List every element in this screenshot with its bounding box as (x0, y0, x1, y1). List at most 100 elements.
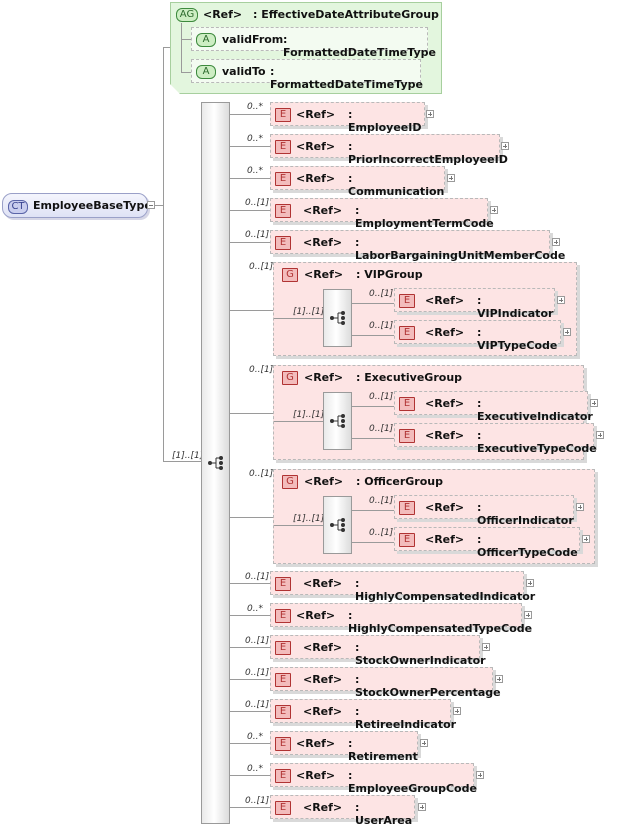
element-stock-owner-percentage[interactable]: E <Ref> : StockOwnerPercentage (270, 667, 501, 699)
attribute-group-badge: AG (176, 8, 198, 22)
expand-toggle[interactable] (524, 611, 532, 619)
element-ref: <Ref> (296, 769, 336, 782)
element-multiplicity: 0..* (247, 166, 263, 176)
element-user-area[interactable]: E <Ref> : UserArea (270, 795, 415, 827)
element-badge: E (399, 533, 415, 547)
group-badge: G (282, 475, 298, 489)
element-multiplicity: 0..[1] (245, 230, 270, 240)
element-name: : EmployeeGroupCode (348, 769, 477, 795)
group-ref: <Ref> (304, 475, 344, 488)
group-ref: <Ref> (304, 268, 344, 281)
element-name: : ExecutiveTypeCode (477, 429, 597, 455)
element-executive-type-code[interactable]: E <Ref> : ExecutiveTypeCode (394, 423, 597, 455)
element-ref: <Ref> (296, 108, 336, 121)
element-labor-bargaining-unit-member-code[interactable]: E <Ref> : LaborBargainingUnitMemberCode (270, 230, 565, 262)
element-ref: <Ref> (296, 609, 336, 622)
group-sequence-multiplicity: [1]..[1] (293, 307, 325, 317)
element-name: : Communication (348, 172, 445, 198)
element-badge: E (399, 326, 415, 340)
element-multiplicity: 0..* (247, 134, 263, 144)
expand-toggle[interactable] (582, 535, 590, 543)
group-multiplicity: 0..[1] (249, 469, 274, 479)
complex-type-badge: CT (8, 200, 28, 214)
element-name: : EmploymentTermCode (355, 204, 494, 230)
element-ref: <Ref> (303, 673, 343, 686)
group-badge: G (282, 371, 298, 385)
element-stock-owner-indicator[interactable]: E <Ref> : StockOwnerIndicator (270, 635, 486, 667)
element-multiplicity: 0..[1] (369, 424, 394, 434)
element-vip-type-code[interactable]: E <Ref> : VIPTypeCode (394, 320, 561, 352)
group-ref: <Ref> (304, 371, 344, 384)
element-employee-group-code[interactable]: E <Ref> : EmployeeGroupCode (270, 763, 477, 795)
element-employee-id[interactable]: E <Ref> : EmployeeID (270, 102, 425, 134)
element-badge: E (275, 236, 291, 250)
expand-toggle[interactable] (420, 739, 428, 747)
element-ref: <Ref> (303, 577, 343, 590)
element-name: : VIPIndicator (477, 294, 554, 320)
element-prior-incorrect-employee-id[interactable]: E <Ref> : PriorIncorrectEmployeeID (270, 134, 508, 166)
expand-toggle[interactable] (495, 675, 503, 683)
expand-toggle[interactable] (482, 643, 490, 651)
expand-toggle[interactable] (557, 296, 565, 304)
element-multiplicity: 0..[1] (369, 289, 394, 299)
attribute-name: validFrom (222, 33, 284, 46)
attribute-validfrom[interactable]: A validFrom : FormattedDateTimeType (191, 27, 436, 59)
element-ref: <Ref> (425, 533, 465, 546)
element-name: : HighlyCompensatedIndicator (355, 577, 536, 603)
expand-toggle[interactable] (453, 707, 461, 715)
element-ref: <Ref> (425, 429, 465, 442)
element-highly-compensated-indicator[interactable]: E <Ref> : HighlyCompensatedIndicator (270, 571, 535, 603)
attribute-name: validTo (222, 65, 266, 78)
element-officer-indicator[interactable]: E <Ref> : OfficerIndicator (394, 495, 574, 527)
attribute-validto[interactable]: A validTo : FormattedDateTimeType (191, 59, 423, 91)
expand-toggle[interactable] (418, 803, 426, 811)
expand-toggle[interactable] (501, 142, 509, 150)
element-name: : StockOwnerIndicator (355, 641, 486, 667)
expand-toggle[interactable] (526, 579, 534, 587)
expand-toggle[interactable] (447, 174, 455, 182)
sequence-multiplicity: [1]..[1] (172, 451, 204, 461)
group-multiplicity: 0..[1] (249, 262, 274, 272)
expand-toggle[interactable] (552, 238, 560, 246)
expand-toggle[interactable] (563, 328, 571, 336)
element-badge: E (275, 577, 291, 591)
element-multiplicity: 0..* (247, 604, 263, 614)
element-ref: <Ref> (303, 705, 343, 718)
element-retirement[interactable]: E <Ref> : Retirement (270, 731, 418, 763)
element-badge: E (399, 429, 415, 443)
element-name: : StockOwnerPercentage (355, 673, 501, 699)
expand-toggle[interactable] (490, 206, 498, 214)
element-multiplicity: 0..[1] (245, 796, 270, 806)
collapse-toggle[interactable] (147, 201, 155, 209)
complex-type-box[interactable]: CT EmployeeBaseType (2, 193, 152, 218)
element-multiplicity: 0..* (247, 102, 263, 112)
group-sequence-multiplicity: [1]..[1] (293, 514, 325, 524)
element-ref: <Ref> (303, 204, 343, 217)
element-highly-compensated-type-code[interactable]: E <Ref> : HighlyCompensatedTypeCode (270, 603, 532, 635)
sequence-icon (330, 311, 345, 325)
attribute-badge: A (196, 33, 216, 47)
element-multiplicity: 0..[1] (369, 496, 394, 506)
element-badge: E (275, 801, 291, 815)
element-communication[interactable]: E <Ref> : Communication (270, 166, 445, 198)
element-multiplicity: 0..[1] (245, 636, 270, 646)
element-badge: E (275, 609, 291, 623)
element-name: : OfficerIndicator (477, 501, 574, 527)
expand-toggle[interactable] (476, 771, 484, 779)
element-multiplicity: 0..[1] (245, 700, 270, 710)
expand-toggle[interactable] (576, 503, 584, 511)
element-employment-term-code[interactable]: E <Ref> : EmploymentTermCode (270, 198, 494, 230)
element-ref: <Ref> (296, 737, 336, 750)
element-vip-indicator[interactable]: E <Ref> : VIPIndicator (394, 288, 555, 320)
element-badge: E (399, 397, 415, 411)
element-badge: E (275, 140, 291, 154)
element-officer-type-code[interactable]: E <Ref> : OfficerTypeCode (394, 527, 580, 559)
group-name: : VIPGroup (356, 268, 423, 281)
element-multiplicity: 0..[1] (245, 198, 270, 208)
expand-toggle[interactable] (426, 110, 434, 118)
expand-toggle[interactable] (590, 399, 598, 407)
element-name: : PriorIncorrectEmployeeID (348, 140, 508, 166)
element-executive-indicator[interactable]: E <Ref> : ExecutiveIndicator (394, 391, 593, 423)
expand-toggle[interactable] (596, 431, 604, 439)
element-retiree-indicator[interactable]: E <Ref> : RetireeIndicator (270, 699, 456, 731)
